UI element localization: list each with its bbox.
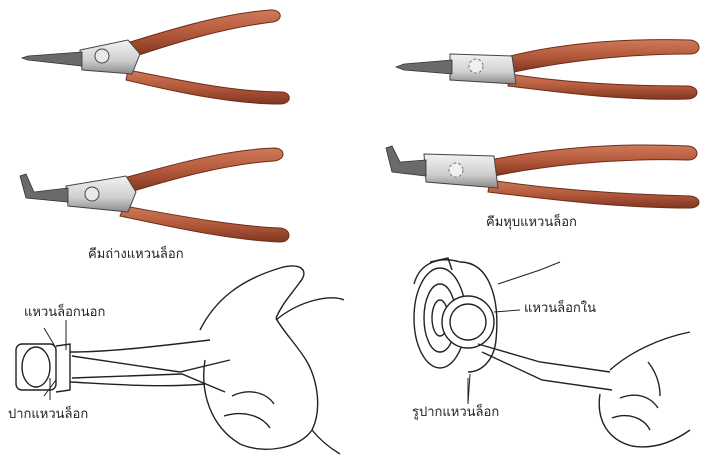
caption-external-pliers: คีมถ่างแหวนล็อก <box>88 248 184 261</box>
external-ring-usage-drawing <box>16 266 344 454</box>
callout-internal-ring: แหวนล็อกใน <box>524 302 596 315</box>
callout-ring-lug: ปากแหวนล็อก <box>8 408 88 421</box>
internal-pliers-straight <box>396 40 699 100</box>
internal-pliers-bent <box>386 145 699 208</box>
callout-ring-hole: รูปากแหวนล็อก <box>412 406 499 419</box>
caption-internal-pliers: คีมหุบแหวนล็อก <box>486 216 577 229</box>
external-pliers-bent <box>20 148 289 242</box>
callout-external-ring: แหวนล็อกนอก <box>24 306 105 319</box>
external-pliers-straight <box>22 10 289 104</box>
